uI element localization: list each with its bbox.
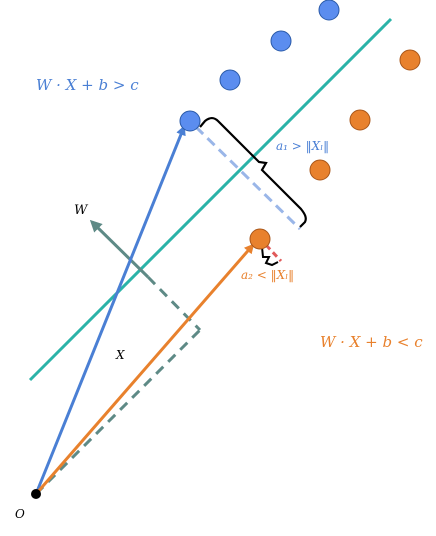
orange-point bbox=[249, 228, 271, 250]
w-vector-label: W bbox=[74, 203, 88, 218]
blue-point bbox=[270, 30, 292, 52]
blue-point bbox=[179, 110, 201, 132]
orange-distance-dashed bbox=[264, 243, 283, 263]
upper-region-label: W · X + b > c bbox=[36, 76, 139, 94]
orange-point bbox=[309, 159, 331, 181]
lower-region-label: W · X + b < c bbox=[320, 333, 423, 351]
projection-dashed bbox=[34, 328, 202, 496]
a2-brace bbox=[261, 246, 279, 267]
a1-label: a₁ > ‖Xₗ‖ bbox=[276, 139, 330, 153]
w-vector-dashed bbox=[146, 275, 202, 332]
origin-point bbox=[31, 489, 41, 499]
blue-distance-dashed bbox=[194, 125, 302, 231]
a1-brace bbox=[199, 116, 307, 228]
w-vector-arrow bbox=[89, 219, 150, 279]
a2-label: a₂ < ‖Xₗ‖ bbox=[241, 268, 295, 282]
orange-point bbox=[349, 109, 371, 131]
orange-point bbox=[399, 49, 421, 71]
blue-point bbox=[318, 0, 340, 21]
blue-x-vector-arrow bbox=[34, 125, 186, 495]
blue-point bbox=[219, 69, 241, 91]
origin-label: O bbox=[15, 507, 25, 521]
decision-boundary-line bbox=[28, 17, 393, 382]
orange-x-vector-arrow bbox=[34, 243, 255, 495]
x-vector-label: X bbox=[116, 348, 125, 362]
